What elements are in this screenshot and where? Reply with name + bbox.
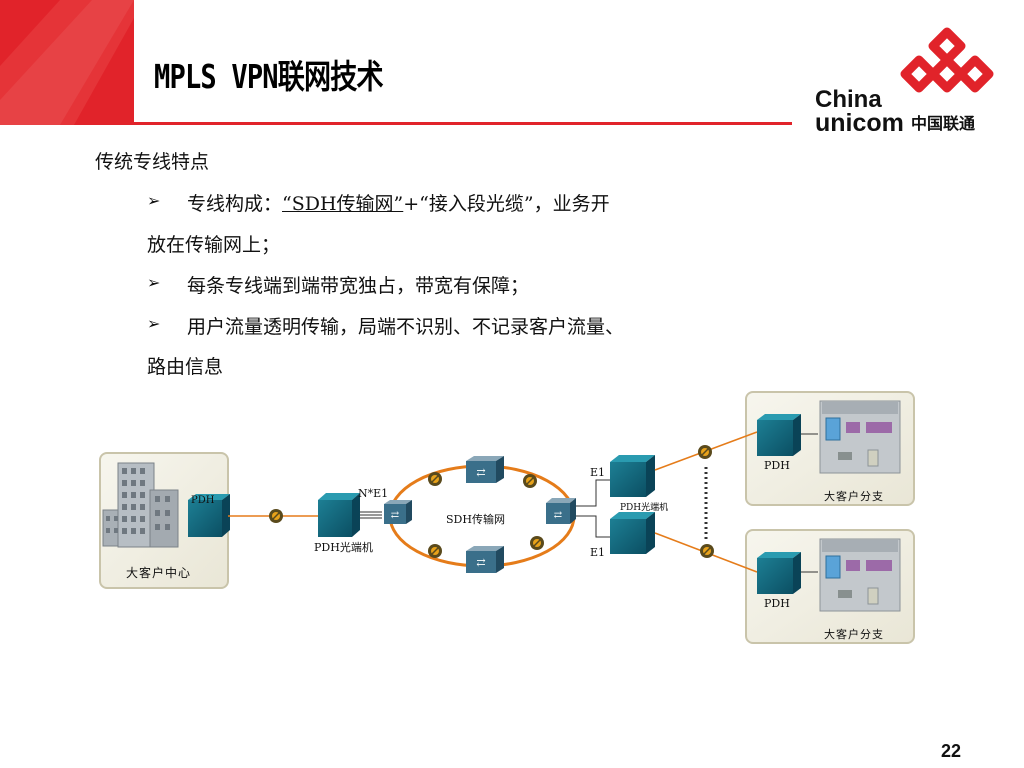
router-icon: ⇄ (384, 500, 412, 524)
logo-china-text: China (815, 86, 882, 113)
svg-text:⇄: ⇄ (476, 556, 485, 569)
fiber-connector-icon (428, 472, 442, 486)
fiber-connector-icon (523, 474, 537, 488)
header-rule (134, 122, 792, 125)
bullet-icon: ➢ (147, 191, 161, 210)
svg-text:⇄: ⇄ (391, 510, 400, 521)
left-converter-label: PDH光端机 (314, 541, 373, 554)
router-icon: ⇄ (466, 546, 504, 573)
china-unicom-knot-logo (900, 27, 994, 93)
logo-chinese-name: 中国联通 (911, 114, 976, 133)
pdh-optical-terminal-icon (610, 455, 655, 497)
pdh-device-icon (757, 552, 801, 594)
router-icon: ⇄ (546, 498, 576, 524)
branch-office-icon (819, 538, 901, 612)
pdh-optical-terminal-icon (318, 493, 360, 537)
fiber-connector-icon (269, 509, 283, 523)
page-title: MPLS VPN联网技术 (154, 57, 384, 96)
logo-unicom-text: unicom (815, 109, 904, 137)
hq-site-label: 大客户中心 (126, 566, 192, 580)
branch-bottom-pdh-label: PDH (764, 597, 790, 610)
fiber-connector-icon (428, 544, 442, 558)
header-red-band (0, 0, 134, 125)
branch-bottom-site-label: 大客户分支 (824, 628, 884, 641)
bullet-1-prefix: 专线构成： (187, 193, 283, 215)
bullet-2-text: 每条专线端到端带宽独占，带宽有保障； (187, 275, 530, 297)
hq-pdh-label: PDH (191, 495, 215, 506)
office-building-icon (102, 462, 179, 548)
bullet-1-text: 专线构成：“SDH传输网”+“接入段光缆”，业务开 (187, 189, 610, 216)
section-heading: 传统专线特点 (95, 151, 210, 173)
pdh-optical-terminal-icon (610, 512, 655, 554)
bullet-icon: ➢ (147, 273, 161, 292)
bullet-1-suffix: +“接入段光缆”，业务开 (403, 193, 610, 215)
ring-label: SDH传输网 (446, 513, 505, 526)
fiber-connector-icon (530, 536, 544, 550)
fiber-connector-icon (700, 544, 714, 558)
svg-text:⇄: ⇄ (554, 510, 563, 521)
bullet-icon: ➢ (147, 314, 161, 333)
branch-top-site-label: 大客户分支 (824, 490, 884, 503)
pdh-device-icon (757, 414, 801, 456)
e1-bottom-label: E1 (590, 546, 606, 559)
bullet-3-text: 用户流量透明传输，局端不识别、不记录客户流量、 (187, 316, 625, 338)
bullet-1-underlined: “SDH传输网” (282, 193, 404, 215)
e1-top-label: E1 (590, 466, 606, 479)
branch-top-pdh-label: PDH (764, 459, 790, 472)
link-capacity-label: N*E1 (358, 487, 389, 500)
right-converter-label: PDH光端机 (620, 503, 669, 513)
bullet-3-continuation: 路由信息 (147, 356, 224, 378)
pdh-device-icon (188, 494, 230, 537)
branch-office-icon (819, 400, 901, 474)
svg-text:⇄: ⇄ (476, 466, 485, 479)
bullet-1-continuation: 放在传输网上； (147, 234, 281, 256)
page-number: 22 (941, 741, 962, 761)
fiber-connector-icon (698, 445, 712, 459)
router-icon: ⇄ (466, 456, 504, 483)
